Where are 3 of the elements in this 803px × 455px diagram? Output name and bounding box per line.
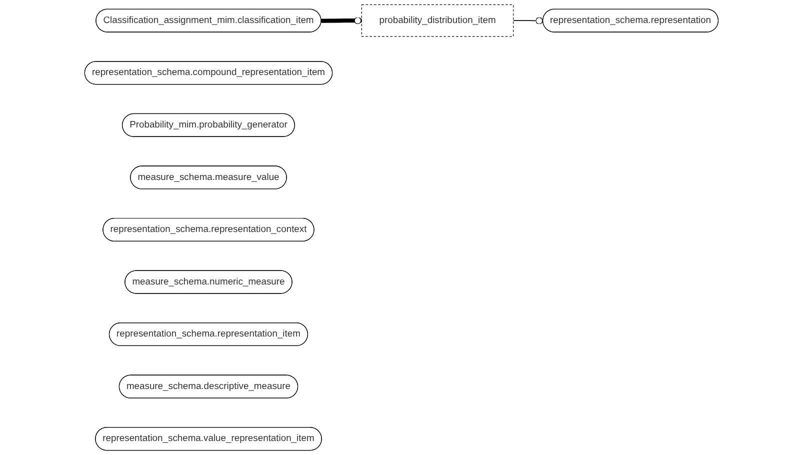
connector <box>321 17 362 24</box>
node-box: probability_distribution_item <box>361 4 514 37</box>
connector <box>512 17 544 24</box>
